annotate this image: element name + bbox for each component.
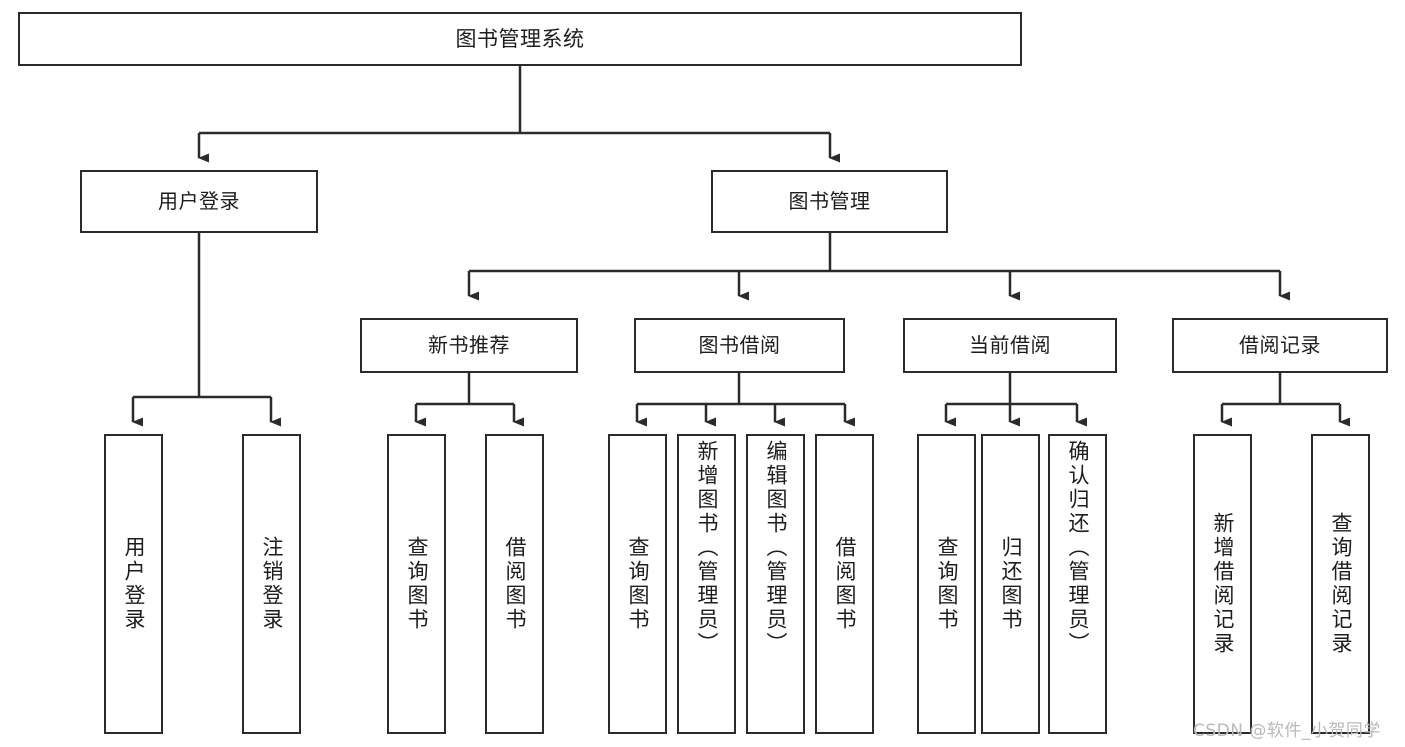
node-new-book-recommend-label: 新书推荐 [428, 332, 510, 357]
node-root-label: 图书管理系统 [455, 26, 585, 51]
leaf-current-borrow-query-label: 查询图书 [935, 536, 959, 632]
leaf-user-login-logout[interactable]: 注销登录 [242, 434, 301, 734]
leaf-user-login-login[interactable]: 用户登录 [104, 434, 163, 734]
node-user-login-label: 用户登录 [158, 188, 240, 213]
leaf-book-borrow-edit[interactable]: 编辑图书（管理员） [746, 434, 805, 734]
node-book-management-label: 图书管理 [788, 188, 871, 213]
leaf-book-borrow-query-label: 查询图书 [626, 536, 650, 632]
node-book-management[interactable]: 图书管理 [711, 170, 948, 233]
leaf-book-borrow-borrow[interactable]: 借阅图书 [815, 434, 874, 734]
leaf-new-book-query-label: 查询图书 [405, 536, 429, 632]
leaf-borrow-record-query-label: 查询借阅记录 [1329, 512, 1353, 656]
leaf-book-borrow-edit-label: 编辑图书（管理员） [764, 440, 788, 656]
node-book-borrow[interactable]: 图书借阅 [634, 318, 845, 373]
node-user-login[interactable]: 用户登录 [80, 170, 318, 233]
leaf-current-borrow-confirm[interactable]: 确认归还（管理员） [1048, 434, 1107, 734]
node-borrow-record-label: 借阅记录 [1239, 332, 1321, 357]
leaf-current-borrow-return[interactable]: 归还图书 [981, 434, 1040, 734]
leaf-user-login-login-label: 用户登录 [122, 536, 146, 632]
leaf-book-borrow-query[interactable]: 查询图书 [608, 434, 667, 734]
leaf-new-book-borrow[interactable]: 借阅图书 [485, 434, 544, 734]
leaf-user-login-logout-label: 注销登录 [260, 536, 284, 632]
node-current-borrow-label: 当前借阅 [969, 332, 1051, 357]
watermark-text: CSDN @软件_小贺同学 [1193, 721, 1381, 741]
leaf-book-borrow-add[interactable]: 新增图书（管理员） [677, 434, 736, 734]
node-book-borrow-label: 图书借阅 [698, 332, 781, 357]
leaf-current-borrow-confirm-label: 确认归还（管理员） [1066, 440, 1090, 656]
leaf-book-borrow-add-label: 新增图书（管理员） [695, 440, 719, 656]
leaf-new-book-borrow-label: 借阅图书 [503, 536, 527, 632]
leaf-new-book-query[interactable]: 查询图书 [387, 434, 446, 734]
leaf-borrow-record-add-label: 新增借阅记录 [1211, 512, 1235, 656]
leaf-current-borrow-query[interactable]: 查询图书 [917, 434, 976, 734]
leaf-borrow-record-query[interactable]: 查询借阅记录 [1311, 434, 1370, 734]
leaf-book-borrow-borrow-label: 借阅图书 [833, 536, 857, 632]
node-borrow-record[interactable]: 借阅记录 [1172, 318, 1388, 373]
node-new-book-recommend[interactable]: 新书推荐 [360, 318, 578, 373]
leaf-borrow-record-add[interactable]: 新增借阅记录 [1193, 434, 1252, 734]
leaf-current-borrow-return-label: 归还图书 [999, 536, 1023, 632]
node-current-borrow[interactable]: 当前借阅 [903, 318, 1117, 373]
node-root[interactable]: 图书管理系统 [18, 12, 1022, 66]
